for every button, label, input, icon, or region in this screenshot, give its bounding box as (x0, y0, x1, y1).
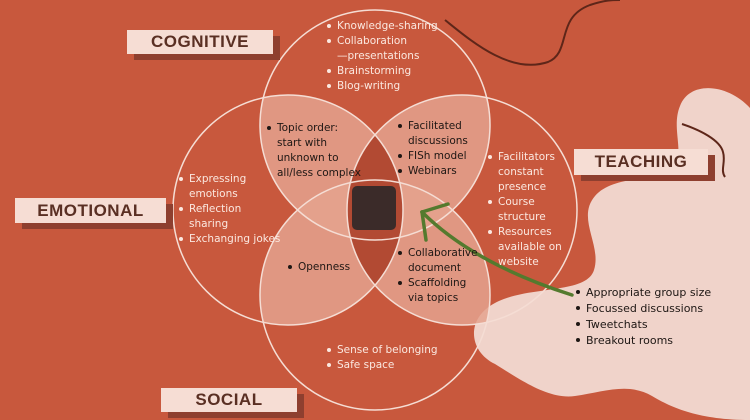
decorative-curve (444, 0, 621, 66)
list-item: Webinars (397, 164, 475, 179)
list-item: Topic order: start with unknown to all/l… (266, 121, 364, 181)
overlap-emotional-social-items: Openness (287, 260, 350, 275)
list-item: Expressing emotions (178, 172, 283, 202)
list-item: Safe space (326, 358, 438, 373)
list-item: Focussed discussions (575, 301, 711, 317)
list-item: Openness (287, 260, 350, 275)
list-item-continuation: —presentations (337, 50, 420, 62)
arrow-target-items: Appropriate group size Focussed discussi… (575, 285, 711, 349)
list-item: Collaboration—presentations (326, 34, 438, 64)
label-teaching: TEACHING (574, 149, 708, 175)
circle-teaching (346, 94, 578, 326)
overlap-social-teaching-items: Collaborative document Scaffolding via t… (397, 246, 478, 306)
overlap-cognitive-teaching-items: Facilitated discussions FISh model Webin… (397, 119, 475, 179)
list-item: Facilitators constant presence (487, 150, 581, 195)
teaching-items: Facilitators constant presence Course st… (487, 150, 581, 270)
list-item: Course structure (487, 195, 581, 225)
list-item: Knowledge-sharing (326, 19, 438, 34)
list-item: FISh model (397, 149, 475, 164)
arrow (420, 202, 574, 297)
label-social: SOCIAL (161, 388, 297, 412)
list-item: Blog-writing (326, 79, 438, 94)
social-items: Sense of belonging Safe space (326, 343, 438, 373)
list-item: Exchanging jokes (178, 232, 283, 247)
circle-emotional (172, 94, 404, 326)
list-item: Facilitated discussions (397, 119, 475, 149)
list-item: Reflection sharing (178, 202, 283, 232)
cognitive-items: Knowledge-sharing Collaboration—presenta… (326, 19, 438, 94)
label-teaching-text: TEACHING (594, 152, 688, 171)
list-item: Brainstorming (326, 64, 438, 79)
label-cognitive-text: COGNITIVE (150, 32, 249, 51)
list-item: Appropriate group size (575, 285, 711, 301)
decorative-hook (681, 123, 726, 178)
label-emotional: EMOTIONAL (15, 198, 166, 223)
list-item: Breakout rooms (575, 333, 711, 349)
list-item: Scaffolding via topics (397, 276, 477, 306)
emotional-items: Expressing emotions Reflection sharing E… (178, 172, 283, 247)
overlap-cognitive-emotional-items: Topic order: start with unknown to all/l… (266, 121, 364, 181)
list-item: Sense of belonging (326, 343, 438, 358)
list-item: Resources available on website (487, 225, 581, 270)
list-item: Collaborative document (397, 246, 478, 276)
center-intersection (352, 186, 396, 230)
circle-cognitive (259, 9, 491, 241)
label-cognitive: COGNITIVE (127, 30, 273, 54)
label-social-text: SOCIAL (195, 390, 263, 409)
label-emotional-text: EMOTIONAL (37, 201, 144, 220)
list-item: Tweetchats (575, 317, 711, 333)
circle-social (259, 179, 491, 411)
